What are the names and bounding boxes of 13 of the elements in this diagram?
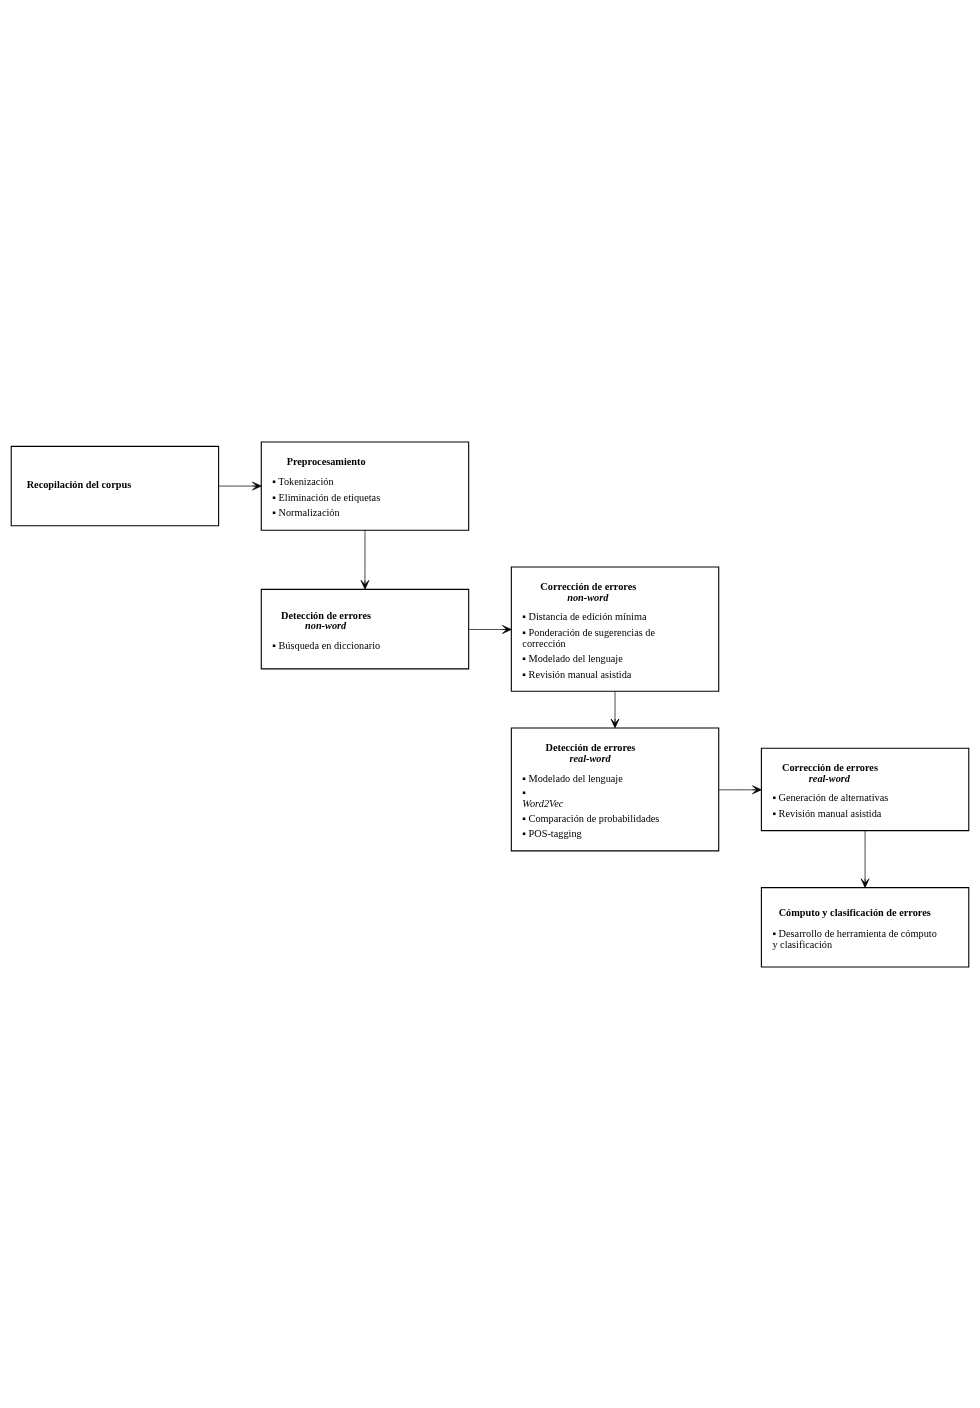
node-box: Detección de errores real-word ▪ Modelado del lenguaje ▪ Word2Vec ▪ Comparación de probabilidades ▪ POS-tagging <box>510 727 720 851</box>
node-box: Preprocesamiento ▪ Tokenización ▪ Eliminación de etiquetas ▪ Normalización <box>260 440 470 531</box>
arrow <box>610 690 620 728</box>
node-box: Detección de errores non-word ▪ Búsqueda en diccionario <box>260 588 470 669</box>
node-box: Corrección de errores non-word ▪ Distancia de edición mínima ▪ Ponderación de sugerencias de corrección ▪ Modelado del lenguaje ▪ Revisión manual asistida <box>510 565 720 692</box>
arrow <box>718 784 762 794</box>
node-box: Corrección de errores real-word ▪ Generación de alternativas ▪ Revisión manual asistida <box>760 747 970 831</box>
arrow <box>218 481 262 490</box>
node-box: Cómputo y clasificación de errores ▪ Desarrollo de herramienta de cómputo y clasificación <box>760 886 970 968</box>
arrow <box>360 529 370 590</box>
arrow <box>468 624 512 634</box>
node-box: Recopilación del corpus <box>10 445 220 526</box>
arrow <box>860 829 870 888</box>
